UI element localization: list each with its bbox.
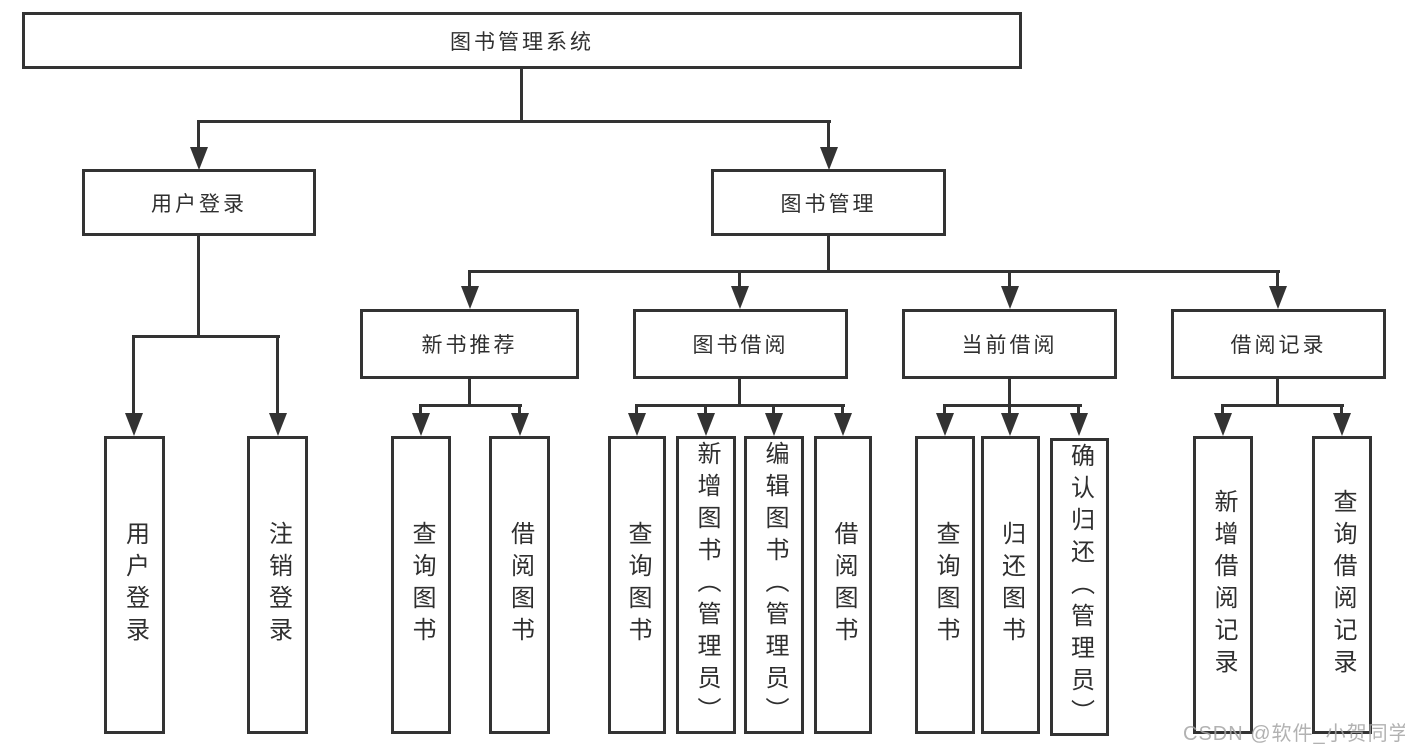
arrowhead-borrow-record: [1269, 286, 1287, 309]
node-book-mgmt-label: 图书管理: [780, 192, 877, 216]
arrowhead-current-borrow: [1001, 286, 1019, 309]
arrowhead-add-record: [1214, 413, 1232, 436]
leaf-query-book-3: 查询图书: [915, 436, 975, 734]
leaf-borrow-book-1-label: 借阅图书: [506, 521, 534, 649]
arrowhead-new-book-rec: [461, 286, 479, 309]
connector-bookborrow-drop-4: [841, 404, 844, 416]
connector-bookmgmt-stem: [827, 236, 830, 272]
connector-bookmgmt-drop-4: [1276, 270, 1279, 290]
connector-borrowrecord-stem: [1276, 379, 1279, 406]
leaf-add-record-label: 新增借阅记录: [1210, 489, 1237, 681]
connector-bookborrow-drop-3: [772, 404, 775, 416]
node-book-borrow-label: 图书借阅: [692, 334, 789, 357]
connector-currentborrow-drop-3: [1077, 404, 1080, 416]
connector-bookborrow-stem: [738, 379, 741, 406]
connector-newbookrec-stem: [468, 379, 471, 406]
connector-root-drop-right: [827, 120, 830, 150]
arrowhead-book-mgmt: [820, 147, 838, 170]
leaf-user-login: 用户登录: [104, 436, 165, 734]
node-user-login: 用户登录: [82, 169, 316, 236]
connector-bookborrow-branch: [635, 404, 845, 407]
connector-newbookrec-branch: [419, 404, 522, 407]
connector-userlogin-drop-1: [132, 335, 135, 415]
arrowhead-user-login-leaf: [125, 413, 143, 436]
csdn-watermark: CSDN @软件_小贺同学: [1183, 723, 1405, 745]
leaf-user-login-label: 用户登录: [121, 521, 149, 649]
leaf-borrow-book-1: 借阅图书: [489, 436, 550, 734]
leaf-borrow-book-2: 借阅图书: [814, 436, 872, 734]
leaf-add-book: 新增图书（管理员）: [676, 436, 736, 734]
arrowhead-borrow-book-1: [511, 413, 529, 436]
leaf-query-book-3-label: 查询图书: [932, 521, 959, 649]
leaf-query-book-2: 查询图书: [608, 436, 666, 734]
connector-userlogin-branch: [132, 335, 280, 338]
leaf-return-book: 归还图书: [981, 436, 1040, 734]
leaf-confirm-return-label: 确认归还（管理员）: [1066, 443, 1094, 731]
leaf-add-book-label: 新增图书（管理员）: [693, 441, 720, 729]
connector-currentborrow-drop-1: [943, 404, 946, 416]
leaf-logout-label: 注销登录: [264, 521, 292, 649]
leaf-add-record: 新增借阅记录: [1193, 436, 1253, 734]
connector-currentborrow-drop-2: [1008, 404, 1011, 416]
leaf-query-book-1: 查询图书: [391, 436, 451, 734]
connector-userlogin-stem: [197, 236, 200, 337]
arrowhead-user-login: [190, 147, 208, 170]
arrowhead-confirm-return: [1070, 413, 1088, 436]
node-current-borrow-label: 当前借阅: [961, 334, 1058, 357]
connector-currentborrow-branch: [943, 404, 1082, 407]
arrowhead-return-book: [1001, 413, 1019, 436]
node-book-mgmt: 图书管理: [711, 169, 946, 236]
connector-borrowrecord-drop-2: [1340, 404, 1343, 416]
connector-bookmgmt-branch: [468, 270, 1280, 273]
arrowhead-add-book: [697, 413, 715, 436]
leaf-edit-book-label: 编辑图书（管理员）: [761, 441, 788, 729]
connector-bookmgmt-drop-3: [1008, 270, 1011, 290]
leaf-query-record: 查询借阅记录: [1312, 436, 1372, 734]
leaf-query-book-2-label: 查询图书: [624, 521, 651, 649]
arrowhead-query-record: [1333, 413, 1351, 436]
arrowhead-book-borrow: [731, 286, 749, 309]
node-borrow-record-label: 借阅记录: [1230, 334, 1327, 357]
leaf-query-record-label: 查询借阅记录: [1329, 489, 1356, 681]
leaf-query-book-1-label: 查询图书: [408, 521, 435, 649]
leaf-borrow-book-2-label: 借阅图书: [830, 521, 857, 649]
arrowhead-borrow-book-2: [834, 413, 852, 436]
leaf-confirm-return: 确认归还（管理员）: [1050, 438, 1109, 736]
connector-bookmgmt-drop-2: [738, 270, 741, 290]
connector-newbookrec-drop-1: [419, 404, 422, 416]
node-book-borrow: 图书借阅: [633, 309, 848, 379]
arrowhead-logout-leaf: [269, 413, 287, 436]
connector-root-branch: [197, 120, 831, 123]
connector-root-drop-left: [197, 120, 200, 150]
node-new-book-rec-label: 新书推荐: [421, 334, 518, 357]
leaf-logout: 注销登录: [247, 436, 308, 734]
connector-bookborrow-drop-2: [704, 404, 707, 416]
arrowhead-query-book-3: [936, 413, 954, 436]
arrowhead-edit-book: [765, 413, 783, 436]
arrowhead-query-book-1: [412, 413, 430, 436]
node-borrow-record: 借阅记录: [1171, 309, 1386, 379]
connector-borrowrecord-drop-1: [1221, 404, 1224, 416]
connector-bookmgmt-drop-1: [468, 270, 471, 290]
node-current-borrow: 当前借阅: [902, 309, 1117, 379]
node-library-system-label: 图书管理系统: [450, 30, 594, 54]
connector-currentborrow-stem: [1008, 379, 1011, 406]
connector-newbookrec-drop-2: [518, 404, 521, 416]
node-user-login-label: 用户登录: [151, 192, 247, 216]
leaf-edit-book: 编辑图书（管理员）: [744, 436, 804, 734]
connector-bookborrow-drop-1: [635, 404, 638, 416]
connector-userlogin-drop-2: [276, 335, 279, 415]
node-new-book-rec: 新书推荐: [360, 309, 579, 379]
node-library-system: 图书管理系统: [22, 12, 1022, 69]
connector-root-stem: [520, 69, 523, 121]
arrowhead-query-book-2: [628, 413, 646, 436]
leaf-return-book-label: 归还图书: [997, 521, 1025, 649]
connector-borrowrecord-branch: [1221, 404, 1344, 407]
